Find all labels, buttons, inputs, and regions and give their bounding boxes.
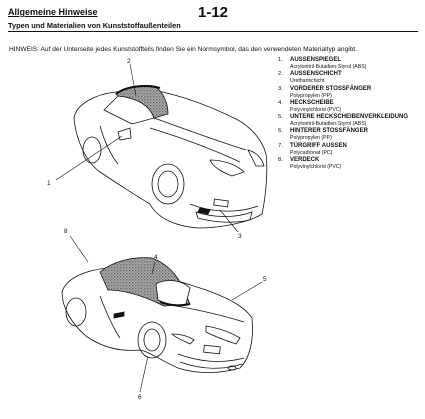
- legend-name: AUSSENSPIEGEL: [290, 57, 342, 63]
- legend-material: Polyvinylchlorid (PVC): [290, 106, 342, 113]
- legend-number: 1.: [278, 57, 283, 63]
- callout-6: 6: [138, 394, 142, 401]
- legend-material: Acrylonitril-Butadien-Styrol (ABS): [290, 64, 367, 70]
- legend-number: 3.: [278, 85, 283, 92]
- legend-number: 4.: [278, 99, 283, 106]
- legend-number: 7.: [278, 142, 283, 149]
- section-subtitle: Typen und Materialien von Kunststoffauße…: [8, 21, 181, 30]
- callout-3: 3: [238, 233, 242, 240]
- legend-number: 8.: [278, 157, 283, 164]
- legend-name: UNTERE HECKSCHEIBENVERKLEIDUNG: [290, 114, 409, 121]
- hardtop-seal: [115, 85, 161, 95]
- car-rear-view: [61, 267, 253, 373]
- legend-name: TÜRGRIFF AUSSEN: [290, 142, 347, 149]
- legend-material: Urethanschicht: [290, 78, 325, 85]
- legend-material: Polycarbonat (PC): [290, 149, 333, 156]
- legend-name: AUSSENSCHICHT: [290, 71, 342, 78]
- note-text: HINWEIS: Auf der Unterseite jedes Kunsts…: [9, 46, 358, 53]
- leader-lines: [55, 63, 263, 393]
- callout-8: 8: [64, 228, 68, 235]
- section-title: Allgemeine Hinweise: [8, 7, 98, 17]
- legend-material: Acrylonitril-Butadien-Styrol (ABS): [290, 121, 367, 128]
- callout-4: 4: [154, 254, 158, 261]
- legend-material: Polyvinylchlorid (PVC): [290, 164, 342, 171]
- page-number: 1-12: [198, 4, 229, 21]
- legend-number: 2.: [278, 71, 283, 78]
- legend-number: 5.: [278, 114, 283, 121]
- callout-1: 1: [47, 180, 51, 187]
- car-front-view: [73, 87, 268, 229]
- rear-window: [155, 280, 191, 306]
- legend-name: VORDERER STOSSFÄNGER: [290, 85, 372, 92]
- legend-name: HECKSCHEIBE: [290, 99, 334, 106]
- header-rule: [8, 31, 418, 32]
- legend-number: 6.: [278, 128, 283, 135]
- rear-window-trim: [159, 301, 191, 307]
- callout-5: 5: [263, 276, 267, 283]
- legend-material: Polypropylen (PP): [290, 135, 332, 142]
- legend-material: Polypropylen (PP): [290, 92, 332, 99]
- legend-name: VERDECK: [290, 157, 320, 164]
- callout-2: 2: [127, 58, 131, 65]
- legend-name: HINTERER STOSSFÄNGER: [290, 128, 368, 135]
